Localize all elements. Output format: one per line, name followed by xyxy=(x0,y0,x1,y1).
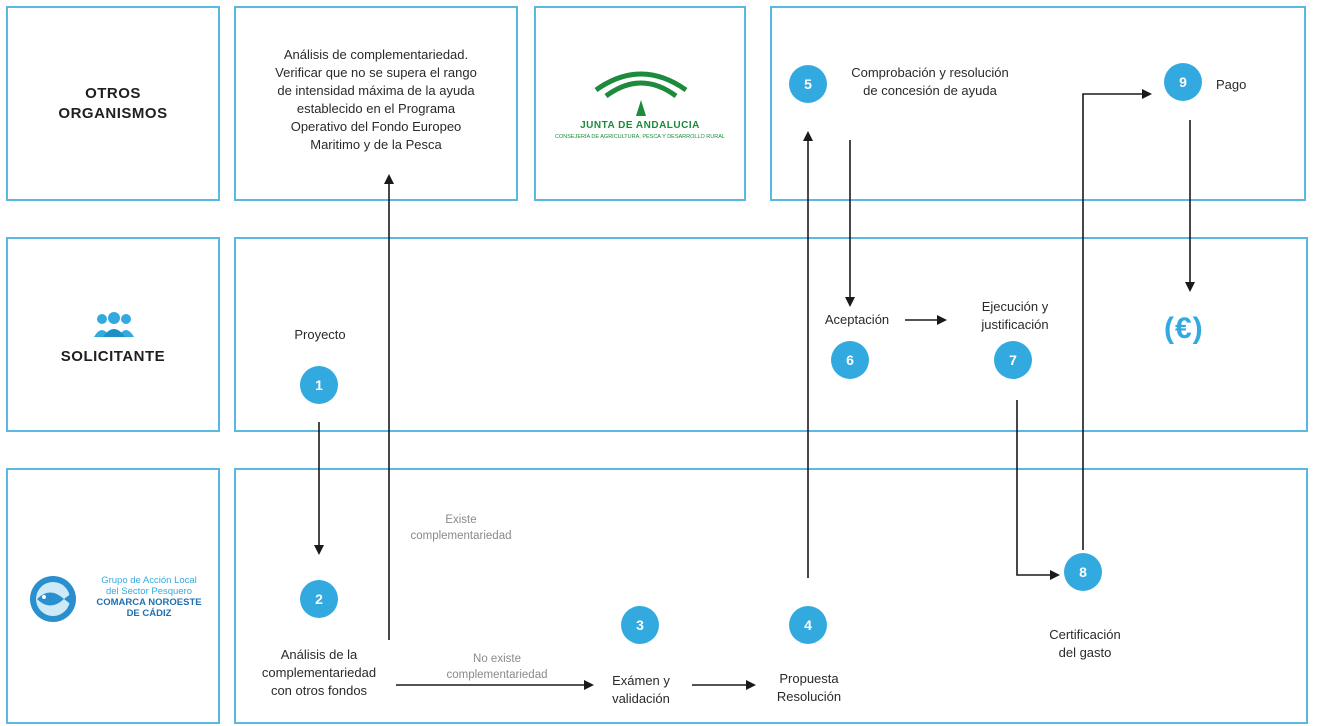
step-9: 9 xyxy=(1164,63,1202,101)
gal-line1: Grupo de Acción Local xyxy=(101,575,197,586)
gal-label-box: Grupo de Acción Local del Sector Pesquer… xyxy=(6,468,220,724)
solicitante-label-box: SOLICITANTE xyxy=(6,237,220,432)
analisis-complementariedad-text: Análisis de complementariedad. Verificar… xyxy=(275,47,477,152)
arrow-7-to-8 xyxy=(1016,400,1060,580)
fish-logo-icon xyxy=(30,576,76,622)
examen-text: Exámen y validación xyxy=(612,673,670,706)
euro-symbol: (€) xyxy=(1164,312,1204,345)
aceptacion-text: Aceptación xyxy=(824,312,890,327)
existe-complementariedad-label: Existe complementariedad xyxy=(410,514,512,542)
step-1: 1 xyxy=(300,366,338,404)
resolucion-pago-box xyxy=(770,6,1306,201)
comprobacion-text: Comprobación y resolución de concesión d… xyxy=(851,65,1009,98)
analisis-bottom-text: Análisis de la complementariedad con otr… xyxy=(261,647,377,698)
step-5: 5 xyxy=(789,65,827,103)
pago-text: Pago xyxy=(1216,77,1247,92)
step-3: 3 xyxy=(621,606,659,644)
people-group-icon xyxy=(94,312,134,337)
gal-process-box xyxy=(234,468,1308,724)
gal-line3: COMARCA NOROESTE xyxy=(96,597,202,608)
step-4: 4 xyxy=(789,606,827,644)
step-2: 2 xyxy=(300,580,338,618)
gal-line4: DE CÁDIZ xyxy=(126,608,172,619)
step-6: 6 xyxy=(831,341,869,379)
certificacion-text: Certificación del gasto xyxy=(1049,627,1121,660)
otros-organismos-label-box: OTROS ORGANISMOS xyxy=(6,6,220,201)
gal-line2: del Sector Pesquero xyxy=(105,586,193,597)
solicitante-process-box xyxy=(234,237,1308,432)
step-8: 8 xyxy=(1064,553,1102,591)
junta-name: JUNTA DE ANDALUCIA xyxy=(580,120,700,131)
solicitante-label: SOLICITANTE xyxy=(60,348,166,365)
step-7: 7 xyxy=(994,341,1032,379)
ejecucion-text: Ejecución y justificación xyxy=(981,299,1049,332)
otros-organismos-label: OTROS ORGANISMOS xyxy=(58,85,168,122)
no-existe-complementariedad-label: No existe complementariedad xyxy=(446,653,548,681)
arrow-8-up-to-9 xyxy=(1082,89,1152,550)
propuesta-text: Propuesta Resolución xyxy=(776,671,842,704)
proyecto-text: Proyecto xyxy=(294,327,346,342)
junta-andalucia-logo-icon xyxy=(594,71,688,116)
junta-logo-box: JUNTA DE ANDALUCIA CONSEJERÍA DE AGRICUL… xyxy=(534,6,746,201)
junta-subtitle: CONSEJERÍA DE AGRICULTURA, PESCA Y DESAR… xyxy=(555,134,725,140)
analisis-complementariedad-box xyxy=(234,6,518,201)
